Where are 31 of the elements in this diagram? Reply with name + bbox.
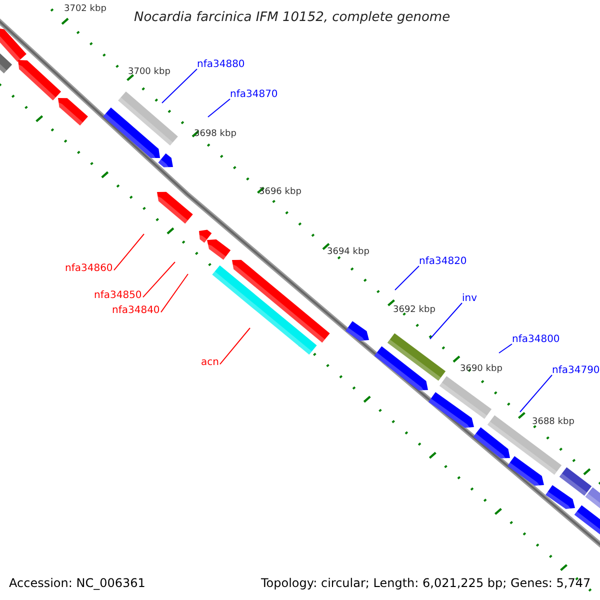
leader-line: [160, 274, 188, 313]
scale-label: 3690 kbp: [460, 363, 502, 376]
leader-line: [394, 266, 420, 290]
gene-name: inv: [462, 293, 478, 305]
title: Nocardia farcinica IFM 10152, complete genome: [134, 9, 450, 27]
gene-name: nfa34870: [230, 89, 278, 101]
scale-label: 3698 kbp: [194, 128, 236, 141]
scale-label: 3696 kbp: [259, 186, 302, 199]
leader-line: [520, 374, 552, 412]
gene-name: nfa34820: [419, 256, 467, 268]
leader-line: [114, 234, 144, 271]
scale-label: 3702 kbp: [64, 3, 106, 16]
gene-name: nfa34840: [112, 305, 160, 317]
leader-line: [220, 328, 250, 365]
leader-line: [162, 68, 198, 104]
scale-label: 3700 kbp: [128, 66, 170, 79]
footer-note: Topology: circular; Length: 6,021,225 bp; Genes: 5,747: [261, 575, 591, 592]
leader-line: [142, 262, 176, 298]
scale-label: 3688 kbp: [532, 416, 574, 429]
gene-name: nfa34880: [197, 59, 245, 71]
leader-line: [498, 344, 512, 354]
gene-name: nfa34860: [65, 263, 113, 275]
gene-name: acn: [201, 357, 219, 369]
leader-line: [430, 302, 462, 340]
gene-name: nfa34800: [512, 334, 560, 346]
scale-label: 3694 kbp: [327, 246, 370, 259]
gene-name: nfa34850: [94, 290, 142, 302]
scale-label: 3692 kbp: [393, 304, 436, 317]
leader-line: [208, 98, 230, 118]
gene-name: nfa34790: [552, 365, 600, 377]
footer-note: Accession: NC_006361: [9, 575, 146, 592]
